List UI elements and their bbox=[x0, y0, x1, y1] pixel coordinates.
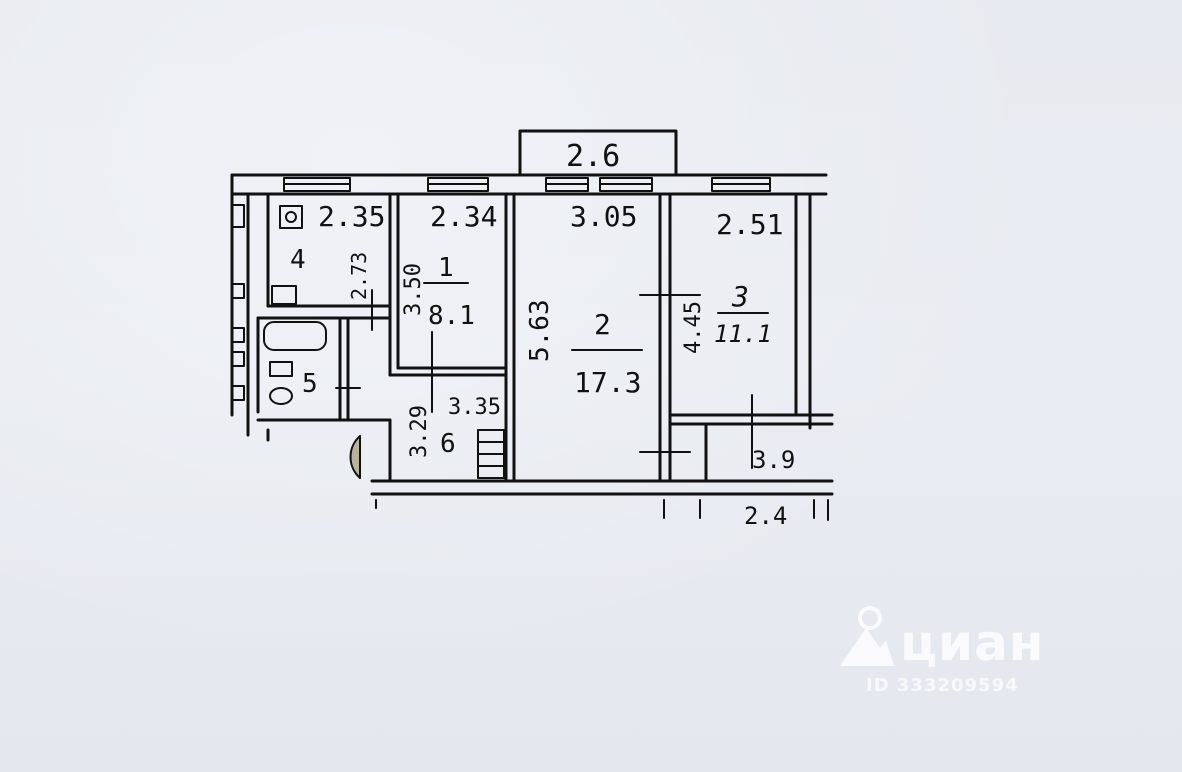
windows bbox=[283, 177, 771, 192]
top-dimension-kitchen: 2.35 bbox=[318, 200, 385, 233]
room-6-top-dimension: 3.35 bbox=[448, 395, 501, 420]
room-4-dimension: 2.73 bbox=[347, 252, 371, 300]
room-1-number: 1 bbox=[438, 253, 454, 283]
top-dimension-room-2: 3.05 bbox=[570, 200, 637, 233]
balcony-dimension: 2.6 bbox=[566, 139, 620, 174]
room-2-dimension: 5.63 bbox=[525, 299, 555, 362]
room-2-number: 2 bbox=[594, 308, 611, 341]
room-3-area: 11.1 bbox=[714, 320, 772, 348]
room-5-number: 5 bbox=[302, 369, 318, 399]
room-2-area: 17.3 bbox=[574, 366, 641, 399]
fixtures bbox=[231, 204, 829, 521]
room-1-dimension: 3.50 bbox=[401, 263, 426, 316]
bottom-dimension-fragment: 2.4 bbox=[744, 502, 787, 530]
top-dimension-room-3: 2.51 bbox=[716, 208, 783, 241]
watermark: циан ID 333209594 bbox=[836, 604, 1076, 714]
watermark-id: ID 333209594 bbox=[866, 675, 1019, 696]
room-1-area: 8.1 bbox=[428, 301, 475, 331]
closet-dimension: 3.9 bbox=[752, 446, 795, 474]
plan-labels: 2.6 2.35 2.34 3.05 2.51 4 2.73 1 8.1 3.5… bbox=[290, 139, 795, 530]
room-6-side-dimension: 3.29 bbox=[407, 405, 432, 458]
room-3-number: 3 bbox=[731, 280, 749, 313]
top-dimension-room-1: 2.34 bbox=[430, 200, 497, 233]
watermark-brand: циан bbox=[900, 614, 1045, 672]
room-3-dimension: 4.45 bbox=[681, 301, 706, 354]
room-4-number: 4 bbox=[290, 245, 306, 275]
location-pin-logo-icon bbox=[840, 606, 894, 666]
room-6-number: 6 bbox=[440, 429, 456, 459]
